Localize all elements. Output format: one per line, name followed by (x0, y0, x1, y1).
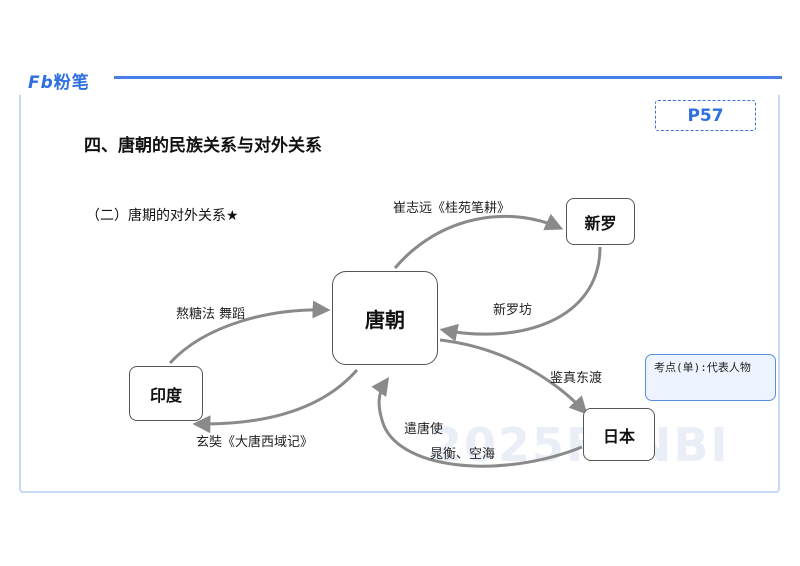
arrow-tang-to-riben (439, 338, 588, 415)
arrow-riben-to-tang (371, 377, 583, 468)
label-xinluo-to-tang: 新罗坊 (493, 303, 533, 318)
arrow-yindu-to-tang (168, 300, 331, 365)
node-tang: 唐朝 (332, 271, 438, 365)
label-yindu-to-tang: 熬糖法 舞蹈 (176, 307, 246, 322)
arrow-tang-to-xinluo (393, 213, 564, 269)
content-frame (19, 95, 780, 493)
section-title: 四、唐朝的民族关系与对外关系 (84, 136, 322, 156)
label-tang-to-riben: 鉴真东渡 (550, 371, 603, 386)
label-riben-to-tang-people: 晁衡、空海 (430, 447, 496, 462)
logo-text: 粉笔 (53, 73, 90, 93)
fenbi-logo: Fb粉笔 (28, 68, 90, 93)
exam-point-text: 考点(单):代表人物 (654, 361, 751, 374)
exam-point-note: 考点(单):代表人物 (645, 354, 776, 401)
node-riben: 日本 (583, 408, 655, 461)
label-tang-to-yindu: 玄奘《大唐西域记》 (196, 435, 314, 450)
node-xinluo: 新罗 (566, 198, 635, 245)
section-subtitle: （二）唐期的对外关系★ (86, 208, 239, 224)
arrow-tang-to-yindu (192, 369, 359, 434)
label-riben-to-tang-envoys: 遣唐使 (404, 422, 444, 437)
node-yindu: 印度 (129, 366, 203, 421)
watermark: 2025FENBI (430, 418, 730, 472)
arrow-xinluo-to-tang (439, 246, 602, 342)
label-tang-to-xinluo: 崔志远《桂苑笔耕》 (393, 201, 511, 216)
page-reference-badge: P57 (655, 100, 756, 131)
header-rule (114, 76, 782, 79)
logo-mark: Fb (28, 73, 54, 93)
